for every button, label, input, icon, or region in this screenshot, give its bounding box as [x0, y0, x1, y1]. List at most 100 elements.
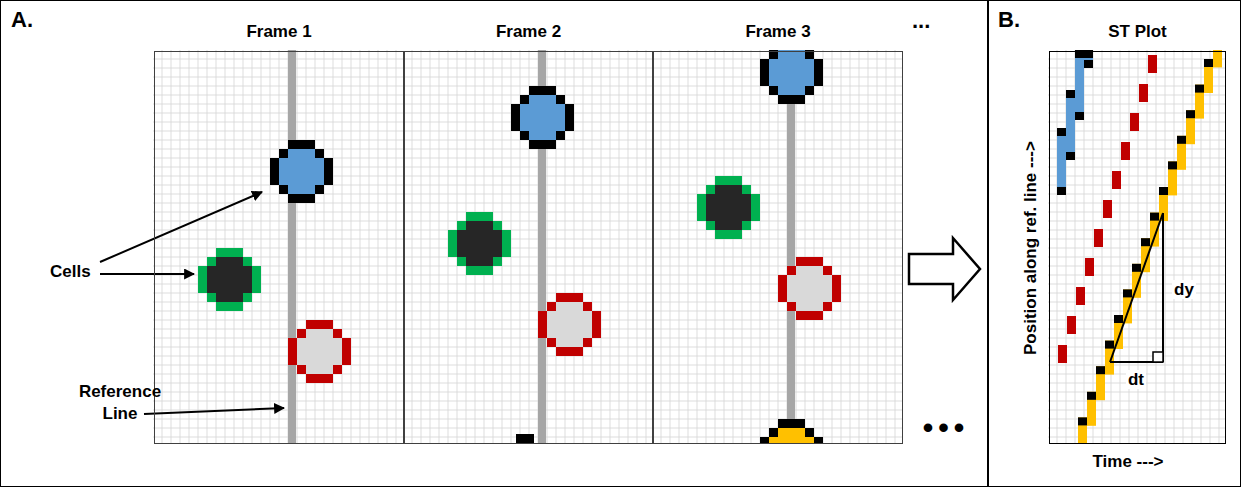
- grid-line: [153, 428, 403, 429]
- cell-pixel: [315, 158, 324, 167]
- cell-pixel: [547, 122, 556, 131]
- cell-pixel: [538, 95, 547, 104]
- cell-pixel: [529, 140, 538, 149]
- grid-line: [153, 410, 403, 411]
- cell-pixel: [805, 311, 814, 320]
- cell-pixel: [324, 365, 333, 374]
- cell-pixel: [520, 122, 529, 131]
- cell-pixel: [574, 302, 583, 311]
- cell-pixel: [556, 131, 565, 140]
- grid-line: [1048, 167, 1225, 168]
- cell-pixel: [234, 302, 243, 311]
- cell-pixel: [279, 149, 288, 158]
- grid-line: [403, 185, 652, 186]
- grid-line: [652, 410, 902, 411]
- cell-pixel: [529, 104, 538, 113]
- cell-pixel: [288, 167, 297, 176]
- cell-pixel: [787, 266, 796, 275]
- grid-line: [153, 347, 403, 348]
- cell-pixel: [315, 356, 324, 365]
- grid-line: [850, 50, 851, 443]
- cell-pixel: [538, 86, 547, 95]
- cell-pixel: [556, 338, 565, 347]
- grid-line: [652, 257, 902, 258]
- cell-pixel: [742, 203, 751, 212]
- yellow-trace: [1168, 161, 1177, 195]
- grid-line: [403, 320, 652, 321]
- grid-line: [403, 365, 652, 366]
- grid-line: [171, 50, 172, 443]
- cell-pixel: [511, 113, 520, 122]
- cell-pixel: [484, 212, 493, 221]
- grid-line: [403, 392, 652, 393]
- grid-line: [652, 221, 902, 222]
- grid-line: [1048, 176, 1225, 177]
- cell-pixel: [484, 257, 493, 266]
- cell-pixel: [796, 68, 805, 77]
- cell-pixel: [216, 275, 225, 284]
- grid-line: [403, 356, 652, 357]
- grid-line: [1048, 302, 1225, 303]
- cell-pixel: [724, 176, 733, 185]
- grid-line: [153, 401, 403, 402]
- cell-pixel: [324, 167, 333, 176]
- label-holder: Cells: [50, 262, 91, 282]
- cell-pixel: [297, 329, 306, 338]
- cell-pixel: [207, 266, 216, 275]
- cell-pixel: [769, 428, 778, 437]
- red-trace: [1130, 113, 1139, 131]
- cell-pixel: [306, 149, 315, 158]
- red-trace: [1121, 142, 1130, 160]
- cell-pixel: [297, 365, 306, 374]
- frame-ground: [153, 50, 403, 443]
- cell-pixel: [796, 293, 805, 302]
- grid-line: [1048, 338, 1225, 339]
- cell-pixel: [796, 257, 805, 266]
- cell-pixel: [207, 275, 216, 284]
- cell-pixel: [583, 320, 592, 329]
- cell-pixel: [234, 275, 243, 284]
- cell-pixel: [556, 347, 565, 356]
- grid-line: [1192, 50, 1193, 443]
- yellow-trace: [1078, 417, 1087, 443]
- cell-pixel: [814, 275, 823, 284]
- cell-pixel: [823, 266, 832, 275]
- cell-pixel: [583, 338, 592, 347]
- cell-pixel: [457, 248, 466, 257]
- cell-pixel: [252, 284, 261, 293]
- grid-line: [387, 50, 388, 443]
- cell-pixel: [742, 194, 751, 203]
- grid-line: [315, 50, 316, 443]
- cell-pixel: [538, 104, 547, 113]
- cell-pixel: [805, 257, 814, 266]
- yellow-trace: [1096, 366, 1105, 400]
- grid-line: [742, 50, 743, 443]
- frame-ground: [403, 50, 652, 443]
- cell-pixel: [751, 194, 760, 203]
- grid-line: [403, 248, 652, 249]
- cell-pixel: [760, 59, 769, 68]
- cell-pixel: [306, 185, 315, 194]
- grid-line: [1120, 50, 1121, 443]
- grid-line: [652, 239, 902, 240]
- cell-pixel: [742, 221, 751, 230]
- grid-line: [652, 194, 902, 195]
- grid-line: [652, 293, 902, 294]
- cell-pixel: [556, 302, 565, 311]
- reference-line: [288, 50, 296, 443]
- frame-image: [153, 50, 403, 443]
- cell-pixel: [493, 248, 502, 257]
- cell-pixel: [742, 212, 751, 221]
- cell-pixel: [751, 203, 760, 212]
- cell-pixel: [805, 437, 814, 443]
- cell-pixel: [475, 257, 484, 266]
- grid-line: [652, 212, 902, 213]
- cell-pixel: [216, 302, 225, 311]
- cell-pixel: [778, 95, 787, 104]
- label-holder: dt: [1126, 370, 1146, 390]
- cell-pixel: [243, 266, 252, 275]
- cell-pixel: [538, 131, 547, 140]
- cell-pixel: [457, 239, 466, 248]
- cell-pixel: [814, 302, 823, 311]
